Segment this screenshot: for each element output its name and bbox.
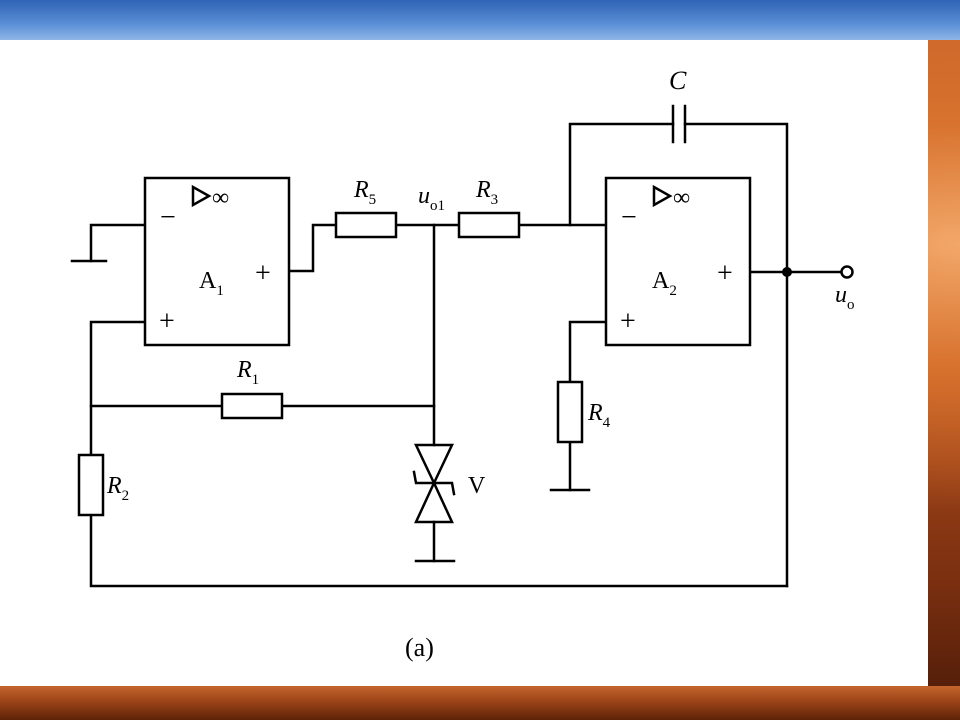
- wires: [70, 122, 843, 588]
- resistor-r1-label: R1: [236, 357, 259, 388]
- resistor-r4-label: R4: [587, 400, 611, 431]
- wire-a1-out: [287, 223, 338, 273]
- background-desert-bottom: [0, 686, 960, 720]
- opamp-a1-output-sign: +: [255, 258, 271, 289]
- output-terminal: [840, 265, 854, 279]
- resistor-r2: [77, 453, 105, 517]
- opamp-a1-body: [143, 176, 291, 347]
- node-uo-label: uo: [835, 282, 855, 313]
- wire-bottom-feedback: [89, 513, 789, 588]
- node-uo1-label: uo1: [418, 183, 445, 214]
- opamp-a1-label: A1: [199, 268, 224, 299]
- resistor-r4: [556, 380, 584, 444]
- opamp-a2-triangle-icon: [652, 184, 673, 208]
- resistor-r5: [334, 211, 398, 239]
- junction-dot: [782, 267, 792, 277]
- slide-panel: [0, 40, 928, 686]
- resistor-r2-label: R2: [106, 473, 129, 504]
- zener-label: V: [468, 473, 486, 499]
- opamp-a1-triangle-icon: [191, 184, 212, 208]
- opamp-a1-inverting-sign: −: [160, 202, 176, 233]
- opamp-a2-infinity: ∞: [673, 185, 690, 211]
- resistor-r5-label: R5: [353, 177, 376, 208]
- background-sky: [0, 0, 960, 40]
- capacitor-label: C: [669, 66, 687, 95]
- wire-a1-inv-ground: [89, 223, 147, 263]
- opamp-a1-infinity: ∞: [212, 185, 229, 211]
- resistor-r1: [220, 392, 284, 420]
- wire-cap-left: [568, 122, 675, 227]
- opamp-a2-inverting-sign: −: [621, 202, 637, 233]
- opamp-a2-noninverting-sign: +: [620, 306, 636, 337]
- wire-a2-noninv: [568, 320, 608, 384]
- zener-diode-icon: [412, 443, 456, 524]
- wire-cap-right: [683, 122, 789, 588]
- figure-caption: (a): [405, 633, 434, 662]
- wire-a1-noninv: [89, 320, 147, 457]
- opamp-a1-noninverting-sign: +: [159, 306, 175, 337]
- opamp-a2-label: A2: [652, 268, 677, 299]
- resistor-r3-label: R3: [475, 177, 498, 208]
- resistor-r3: [457, 211, 521, 239]
- opamp-a2-body: [604, 176, 752, 347]
- opamp-a2-output-sign: +: [717, 258, 733, 289]
